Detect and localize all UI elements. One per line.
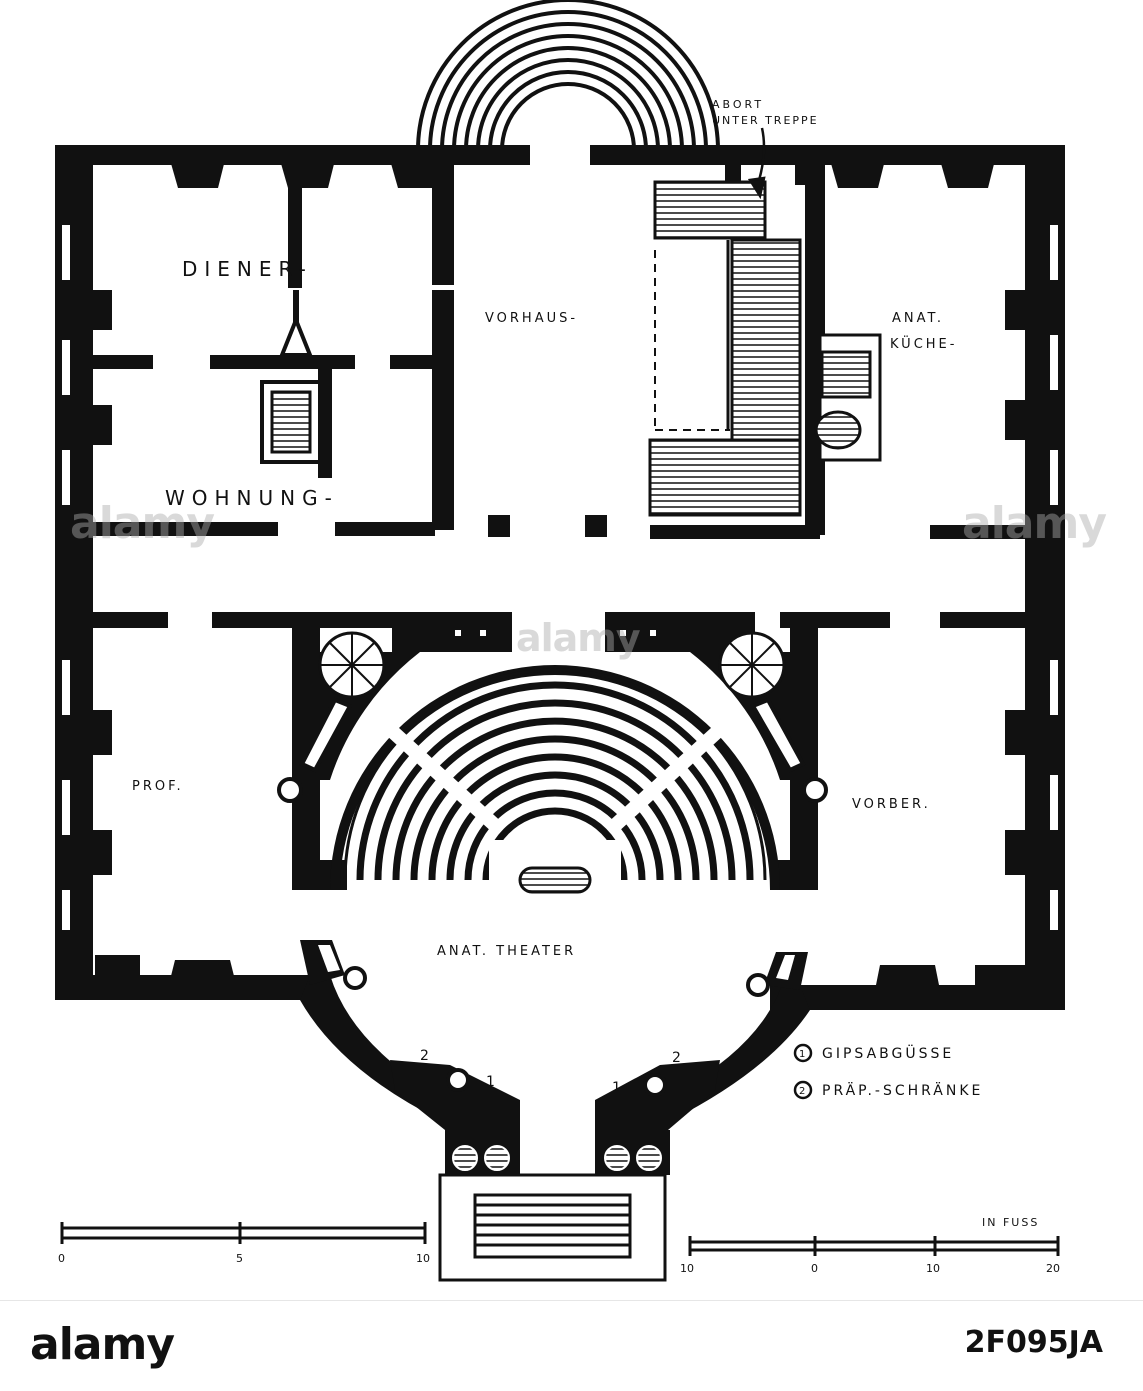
theater-aisles: [375, 714, 735, 880]
room-label-anat-kueche-line2: KÜCHE-: [890, 335, 957, 352]
abort-label-line1: ABORT: [712, 98, 764, 111]
watermark-left: alamy: [70, 498, 215, 549]
entrance-steps: [438, 1173, 667, 1282]
marker-two-left: 2: [420, 1048, 429, 1064]
window-piers-sides: [90, 290, 1027, 875]
kitchen-equipment: [814, 333, 882, 462]
front-steps-top: [416, 0, 720, 151]
alamy-logo: alamy: [30, 1319, 175, 1370]
marker-one-left: 1: [486, 1074, 495, 1090]
cast-markers: [277, 777, 828, 803]
stair-stubs: [299, 697, 806, 773]
marker-two-right: 2: [672, 1050, 681, 1066]
room-label-wohnung: WOHNUNG-: [165, 486, 339, 510]
room-label-prof: PROF.: [132, 779, 184, 794]
room-label-vorhaus: VORHAUS-: [485, 311, 578, 326]
apse-niches: [390, 1060, 720, 1175]
room-label-vorber: VORBER.: [852, 797, 931, 812]
window-piers-bottom: [95, 955, 1025, 990]
room-label-theater: ANAT. THEATER: [437, 944, 576, 959]
legend-marker-2-number: 2: [799, 1086, 805, 1097]
scale-right-tick-0: 0: [811, 1262, 818, 1275]
watermark-center: alamy: [516, 616, 641, 660]
scale-left-tick-0: 0: [58, 1252, 65, 1265]
dissection-table: [518, 866, 592, 894]
abort-label-line2: UNTER TREPPE: [712, 114, 819, 127]
apse-walls: [300, 940, 810, 1120]
legend-label-2: PRÄP.-SCHRÄNKE: [822, 1081, 983, 1099]
legend: 1 GIPSABGÜSSE 2 PRÄP.-SCHRÄNKE: [793, 1043, 983, 1100]
main-staircase: [648, 180, 802, 517]
scale-bar-left: [60, 1222, 427, 1244]
scale-left-tick-5: 5: [236, 1252, 243, 1265]
watermark-right: alamy: [962, 498, 1107, 549]
image-id: 2F095JA: [964, 1325, 1103, 1360]
wall-dots: [455, 630, 656, 636]
theater-seating: [343, 668, 767, 881]
scale-right-tick-10: 10: [926, 1262, 940, 1275]
scale-bar-right: [688, 1236, 1060, 1256]
floor-plan: DIENER- WOHNUNG- VORHAUS- ANAT. KÜCHE- P…: [55, 0, 1107, 1282]
apse-cast-markers: [343, 966, 770, 1097]
legend-marker-1-icon: [793, 1043, 813, 1063]
scale-right-unit: IN FUSS: [982, 1216, 1039, 1229]
room-label-anat-kueche-line1: ANAT.: [892, 311, 944, 326]
legend-marker-1-number: 1: [799, 1049, 805, 1060]
interior-walls-upper: [93, 160, 1025, 652]
windows-right: [1050, 225, 1058, 930]
scale-right-tick-20: 20: [1046, 1262, 1060, 1275]
spiral-stairs: [318, 631, 786, 699]
marker-one-right: 1: [612, 1080, 621, 1096]
legend-marker-2-icon: [793, 1080, 813, 1100]
stove-diener: [260, 290, 322, 464]
windows-left: [62, 225, 70, 930]
stock-footer: alamy 2F095JA: [0, 1300, 1143, 1391]
room-label-diener: DIENER-: [182, 257, 313, 281]
scale-left-tick-10: 10: [416, 1252, 430, 1265]
niche-columns: [452, 1145, 662, 1171]
abort-arrow: [747, 127, 766, 200]
scale-right-tick-minus10: 10: [680, 1262, 694, 1275]
legend-label-1: GIPSABGÜSSE: [822, 1044, 954, 1062]
floor-plan-drawing: DIENER- WOHNUNG- VORHAUS- ANAT. KÜCHE- P…: [55, 0, 1065, 1282]
